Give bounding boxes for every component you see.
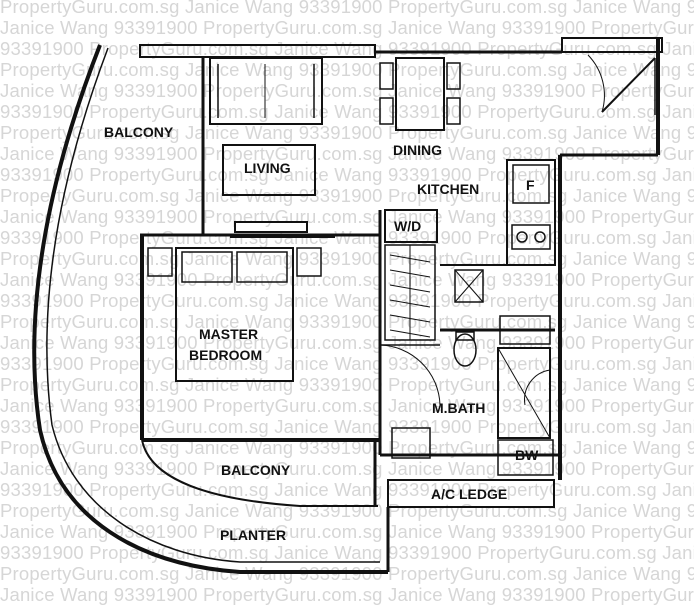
label-living: LIVING — [244, 160, 291, 176]
label-dining: DINING — [393, 142, 442, 158]
watermark-line: PropertyGuru.com.sg Janice Wang 93391900… — [0, 374, 694, 395]
bedside-table — [296, 247, 322, 277]
outer-curved-wall — [32, 44, 388, 574]
main-door-swing — [587, 54, 605, 113]
fridge — [512, 164, 550, 204]
top-wall — [139, 44, 376, 58]
watermark-line: PropertyGuru.com.sg Janice Wang 93391900… — [0, 500, 694, 521]
label-master-bath: M.BATH — [432, 400, 486, 416]
watermark-line: 93391900 PropertyGuru.com.sg Janice Wang… — [0, 416, 694, 437]
watermark-line: Janice Wang 93391900 PropertyGuru.com.sg… — [0, 269, 694, 290]
coffee-table — [222, 144, 316, 196]
watermark-line: 93391900 PropertyGuru.com.sg Janice Wang… — [0, 353, 694, 374]
hob — [511, 224, 551, 250]
watermark-line: 93391900 PropertyGuru.com.sg Janice Wang… — [0, 479, 694, 500]
toilet — [453, 333, 477, 367]
label-balcony-top: BALCONY — [104, 124, 174, 140]
dining-table — [395, 57, 445, 131]
watermark-line: Janice Wang 93391900 PropertyGuru.com.sg… — [0, 143, 694, 164]
watermark-line: 93391900 PropertyGuru.com.sg Janice Wang… — [0, 542, 694, 563]
kitchen-sink — [454, 269, 484, 303]
shower — [497, 347, 551, 439]
label-bay-window: BW — [515, 447, 539, 463]
watermark-line: PropertyGuru.com.sg Janice Wang 93391900… — [0, 122, 694, 143]
label-washer-dryer: W/D — [394, 218, 422, 234]
label-planter: PLANTER — [220, 527, 287, 543]
watermark-line: PropertyGuru.com.sg Janice Wang 93391900… — [0, 248, 694, 269]
label-kitchen: KITCHEN — [417, 181, 480, 197]
bedside-table — [147, 247, 173, 277]
pillow — [181, 251, 233, 283]
kitchen-counter — [506, 159, 556, 266]
watermark-line: 93391900 PropertyGuru.com.sg Janice Wang… — [0, 164, 694, 185]
watermark-line: 93391900 PropertyGuru.com.sg Janice Wang… — [0, 290, 694, 311]
balcony-railing — [141, 439, 378, 507]
sofa — [209, 57, 323, 125]
bath-sink — [391, 427, 431, 459]
watermark-line: Janice Wang 93391900 PropertyGuru.com.sg… — [0, 17, 694, 38]
bed — [175, 247, 294, 382]
watermark-line: Janice Wang 93391900 PropertyGuru.com.sg… — [0, 458, 694, 479]
label-fridge: F — [526, 177, 535, 193]
watermark-line: PropertyGuru.com.sg Janice Wang 93391900… — [0, 185, 694, 206]
watermark-line: 93391900 PropertyGuru.com.sg Janice Wang… — [0, 38, 694, 59]
watermark-line: 93391900 PropertyGuru.com.sg Janice Wang… — [0, 101, 694, 122]
dining-chair — [446, 97, 461, 125]
inner-curved-wall — [46, 47, 380, 563]
watermark-line: Janice Wang 93391900 PropertyGuru.com.sg… — [0, 80, 694, 101]
entrance-wall — [561, 37, 663, 53]
watermark-line: Janice Wang 93391900 PropertyGuru.com.sg… — [0, 395, 694, 416]
label-master-bedroom: BEDROOM — [189, 347, 263, 363]
label-balcony-bottom: BALCONY — [221, 462, 291, 478]
watermark-line: Janice Wang 93391900 PropertyGuru.com.sg… — [0, 206, 694, 227]
watermark-line: Janice Wang 93391900 PropertyGuru.com.sg… — [0, 521, 694, 542]
washer-dryer — [384, 209, 438, 243]
bedroom-door-swing — [379, 344, 441, 406]
tv-console — [234, 221, 308, 233]
bay-window — [497, 439, 554, 476]
watermark-line: PropertyGuru.com.sg Janice Wang 93391900… — [0, 437, 694, 458]
label-ac-ledge: A/C LEDGE — [431, 486, 508, 502]
watermark-line: PropertyGuru.com.sg Janice Wang 93391900… — [0, 0, 694, 17]
dining-chair — [379, 97, 394, 125]
main-door — [601, 57, 656, 113]
label-master-bedroom: MASTER — [199, 326, 259, 342]
dining-chair — [446, 62, 461, 90]
pillow — [236, 251, 288, 283]
dining-chair — [379, 62, 394, 90]
watermark-line: PropertyGuru.com.sg Janice Wang 93391900… — [0, 59, 694, 80]
ac-ledge — [387, 479, 555, 508]
vanity — [499, 315, 551, 345]
